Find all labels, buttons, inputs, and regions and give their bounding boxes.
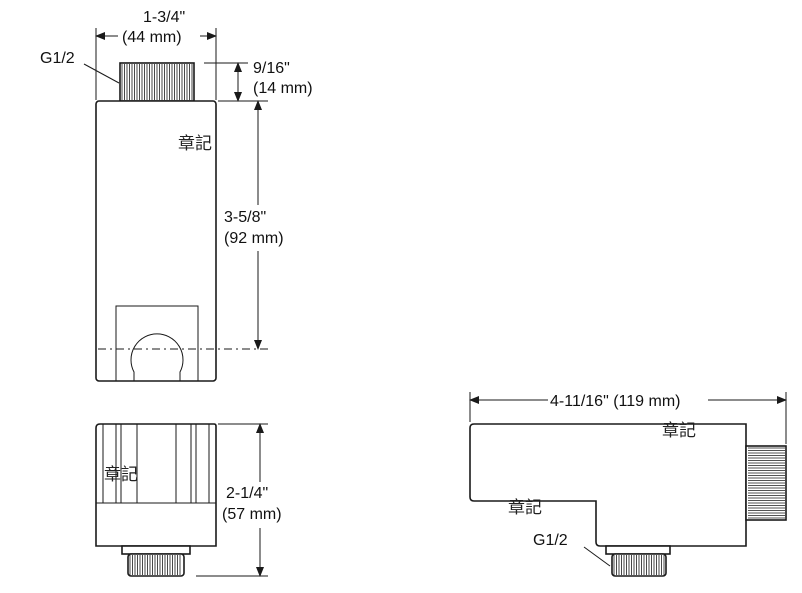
side-length-dim-label: 4-11/16" (119 mm) xyxy=(550,393,680,410)
front-thread-hatching xyxy=(121,64,193,100)
side-watermark-bottom: 章記 xyxy=(508,498,542,518)
side-body xyxy=(469,423,747,547)
bottom-thread xyxy=(127,553,185,577)
bottom-thread-hatching xyxy=(129,555,181,575)
front-watermark: 章記 xyxy=(178,134,212,154)
front-thread-label: G1/2 xyxy=(40,50,75,67)
front-thread-leader xyxy=(83,63,120,84)
side-watermark-top: 章記 xyxy=(662,421,696,441)
front-width-dim-metric: (44 mm) xyxy=(122,29,182,46)
front-height-dim-metric: (92 mm) xyxy=(224,230,284,247)
front-holder-slot xyxy=(115,305,199,381)
bottom-watermark: 章記 xyxy=(104,465,138,485)
side-bottom-thread-hatching xyxy=(613,555,665,575)
front-thread-height-metric: (14 mm) xyxy=(253,80,313,97)
side-thread-hatching xyxy=(748,447,785,519)
front-width-dim-label: 1-3/4" xyxy=(143,9,185,26)
front-body xyxy=(95,100,217,382)
front-thread-height-label: 9/16" xyxy=(253,60,290,77)
front-holder-ring xyxy=(130,333,184,381)
front-view: 1-3/4" (44 mm) G1/2 9/16" (14 mm) 3-5/8"… xyxy=(40,9,313,382)
side-thread-leader xyxy=(583,546,611,567)
side-thread-label: G1/2 xyxy=(533,532,568,549)
side-view: 4-11/16" (119 mm) G1/2 章記 章記 xyxy=(469,390,787,577)
front-thread-connector xyxy=(119,62,195,102)
front-height-dim-label: 3-5/8" xyxy=(224,209,266,226)
bottom-nut xyxy=(121,545,191,555)
bottom-height-dim-metric: (57 mm) xyxy=(222,506,282,523)
bottom-body xyxy=(95,423,217,547)
side-nut xyxy=(605,545,671,555)
bottom-view: 2-1/4" (57 mm) 章記 xyxy=(95,423,298,577)
bottom-height-dim-label: 2-1/4" xyxy=(226,485,268,502)
